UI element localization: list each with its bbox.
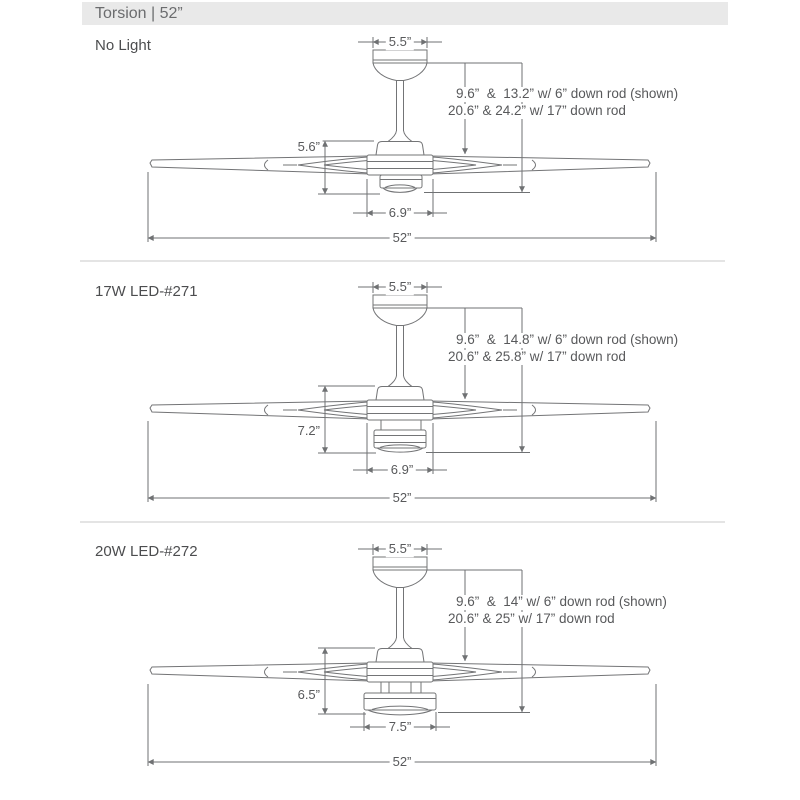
blade-span-label: 52” xyxy=(389,230,415,246)
fan-diagram-17w-led xyxy=(149,294,651,453)
downrod-note-line1: 9.6” & 14.8” w/ 6” down rod (shown) xyxy=(454,332,681,348)
blade-span-label: 52” xyxy=(389,754,415,770)
body-height-label: 6.5” xyxy=(294,687,323,703)
canopy-width-label: 5.5” xyxy=(385,34,415,50)
downrod-note-line2: 20.6” & 25” w/ 17” down rod xyxy=(446,611,617,627)
canopy-width-label: 5.5” xyxy=(385,279,415,295)
page-title: Torsion | 52” xyxy=(95,5,183,22)
section-divider xyxy=(80,521,725,523)
body-height-label: 5.6” xyxy=(294,139,323,155)
variant-label-17w-led: 17W LED-#271 xyxy=(95,283,198,300)
downrod-note-line1: 9.6” & 14” w/ 6” down rod (shown) xyxy=(454,594,669,610)
downrod-note-line2: 20.6” & 25.8” w/ 17” down rod xyxy=(446,349,628,365)
fan-diagram-no-light xyxy=(149,49,651,193)
blade-span-label: 52” xyxy=(389,490,415,506)
product-title-bar: Torsion | 52” xyxy=(82,2,728,25)
canopy-width-label: 5.5” xyxy=(385,541,415,557)
body-height-label: 7.2” xyxy=(294,423,323,439)
hub-width-label: 6.9” xyxy=(387,462,417,478)
dimension-lines-no-light xyxy=(147,37,657,242)
hub-width-label: 6.9” xyxy=(385,205,415,221)
downrod-note-line1: 9.6” & 13.2” w/ 6” down rod (shown) xyxy=(454,86,681,102)
variant-label-20w-led: 20W LED-#272 xyxy=(95,543,198,560)
variant-label-no-light: No Light xyxy=(95,37,151,54)
fan-diagram-20w-led xyxy=(149,556,651,716)
hub-width-label: 7.5” xyxy=(385,719,415,735)
downrod-note-line2: 20.6” & 24.2” w/ 17” down rod xyxy=(446,103,628,119)
section-divider xyxy=(80,260,725,262)
